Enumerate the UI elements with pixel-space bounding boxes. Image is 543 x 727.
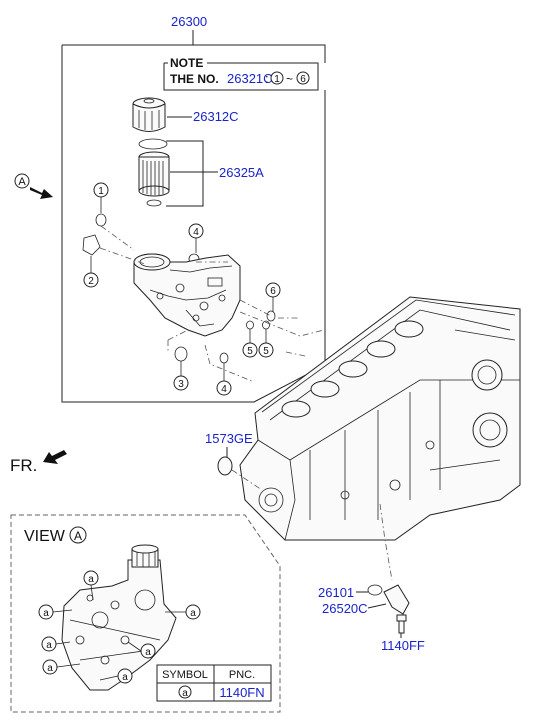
bolt-drawing — [396, 614, 407, 634]
assembly-frame-top — [62, 44, 326, 63]
view-symbol-5: a — [47, 663, 53, 674]
note-range-from: 1 — [274, 74, 280, 85]
engine-block-drawing — [239, 296, 521, 541]
gasket-pnc[interactable]: 26520C — [322, 601, 368, 616]
ring-pnc[interactable]: 26101 — [318, 585, 354, 600]
view-symbol-7: a — [122, 672, 128, 683]
seal-1 — [95, 213, 107, 227]
seal-4-bottom — [219, 352, 229, 364]
seal-5-left — [246, 320, 254, 330]
callout-1[interactable]: 1 — [98, 186, 104, 197]
callout-2[interactable]: 2 — [88, 276, 94, 287]
gasket-drawing — [383, 584, 410, 615]
callout-1-circle — [93, 182, 109, 198]
bolt-pnc[interactable]: 1140FF — [381, 638, 425, 653]
gasket-leader — [367, 603, 387, 609]
view-title: VIEW — [24, 528, 66, 545]
front-arrow-icon — [43, 450, 67, 464]
note-separator: : — [265, 71, 269, 86]
note-range-from-circle — [270, 71, 284, 85]
view-title-marker-circle — [69, 526, 87, 544]
view-symbol-2: a — [43, 608, 49, 619]
view-symbol-6: a — [145, 647, 151, 658]
callout-5-right-circle — [258, 342, 274, 358]
table-symbol: a — [182, 688, 188, 699]
callout-4-bottom-circle — [216, 380, 232, 396]
alignment-lines — [99, 225, 325, 383]
ring-drawing — [367, 584, 383, 596]
view-housing-drawing — [61, 544, 177, 691]
element-pnc[interactable]: 26325A — [219, 165, 264, 180]
note-tilde: ~ — [286, 72, 293, 86]
note-heading: NOTE — [170, 56, 203, 70]
note-prefix: THE NO. — [170, 72, 219, 86]
gasket-2 — [82, 234, 101, 256]
element-bracket — [166, 140, 204, 207]
plug-pnc[interactable]: 1573GE — [205, 431, 253, 446]
view-marker-letter: A — [18, 176, 26, 188]
callout-5-right[interactable]: 5 — [263, 346, 269, 357]
view-marker-circle — [14, 173, 30, 189]
table-pnc[interactable]: 1140FN — [219, 685, 264, 700]
upper-o-ring — [138, 138, 168, 150]
assembly-frame — [61, 45, 326, 403]
callout-3[interactable]: 3 — [178, 379, 184, 390]
callout-5-left[interactable]: 5 — [247, 346, 253, 357]
callout-3-circle — [173, 375, 189, 391]
table-header-symbol: SYMBOL — [162, 669, 208, 681]
seal-6 — [266, 310, 276, 322]
note-box: NOTE THE NO. 26321C : 1 ~ 6 — [163, 56, 319, 91]
note-range-to-circle — [296, 71, 310, 85]
filter-element-drawing — [138, 151, 170, 197]
callout-6[interactable]: 6 — [270, 286, 276, 297]
callout-4-top[interactable]: 4 — [193, 227, 199, 238]
note-pnc[interactable]: 26321C — [227, 71, 273, 86]
assembly-pnc-label[interactable]: 26300 — [171, 14, 207, 29]
lower-alignment-line — [379, 503, 393, 581]
callout-4-bottom[interactable]: 4 — [221, 384, 227, 395]
plug-drawing — [217, 456, 233, 476]
view-frame — [10, 514, 281, 713]
symbol-table — [156, 664, 272, 702]
view-symbol-callouts — [38, 570, 201, 684]
view-symbol-3: a — [190, 608, 196, 619]
note-range-to: 6 — [300, 74, 306, 85]
callout-5-left-circle — [242, 342, 258, 358]
plug-alignment-line — [231, 469, 263, 491]
view-symbol-4: a — [46, 640, 52, 651]
table-symbol-circle — [178, 685, 192, 699]
seal-3 — [174, 346, 188, 362]
filter-cap-drawing — [132, 97, 166, 132]
view-title-marker: A — [74, 529, 82, 543]
view-symbol-1: a — [88, 574, 94, 585]
callout-2-circle — [83, 272, 99, 288]
filter-housing-drawing — [133, 253, 241, 337]
view-arrow-icon — [30, 187, 53, 199]
table-header-pnc: PNC. — [229, 669, 255, 681]
cap-pnc[interactable]: 26312C — [193, 109, 239, 124]
front-label: FR. — [10, 456, 37, 475]
lower-o-ring — [146, 199, 162, 207]
